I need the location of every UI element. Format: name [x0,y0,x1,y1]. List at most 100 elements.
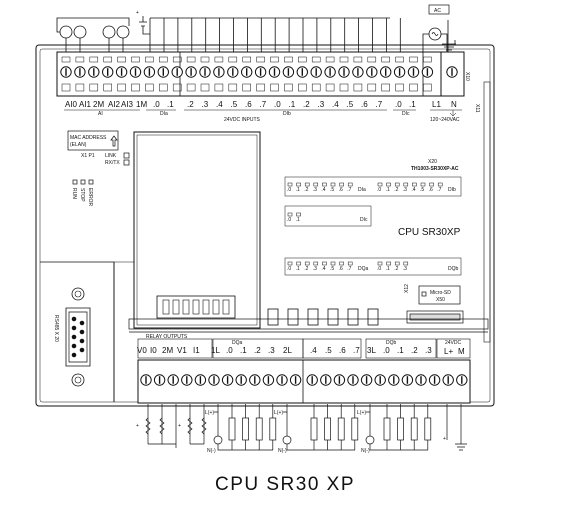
plus-label: + [443,436,446,442]
bottom-terminal-screw[interactable] [320,374,332,386]
bottom-terminal-screw[interactable] [181,374,193,386]
io-led [296,261,301,266]
terminal-wire-entry [395,83,404,92]
led-dqa-label: .1 [296,266,300,272]
terminal-dib: .0 [274,100,281,109]
terminal-wire-entry [284,56,293,63]
top-terminal-screw[interactable] [129,66,142,78]
io-led [287,212,293,217]
din-latch[interactable] [347,308,359,326]
terminal-wire-entry [311,56,321,63]
top-terminal-screw[interactable] [407,66,420,78]
io-led [429,182,434,187]
top-terminal-screw[interactable] [213,66,225,78]
bottom-terminal-screw[interactable] [456,374,468,386]
top-terminal-screw[interactable] [157,66,170,78]
io-led [322,182,327,187]
bottom-terminal-screw[interactable] [262,374,275,386]
terminal-wire-entry [159,83,168,92]
top-terminal-screw[interactable] [254,66,267,78]
top-terminal-screw[interactable] [115,66,128,78]
bottom-terminal-screw[interactable] [140,374,152,386]
top-terminal-screw[interactable] [310,66,322,78]
din-latch[interactable] [267,308,279,326]
terminal-wire-entry [298,83,307,92]
bottom-terminal-screw[interactable] [194,374,207,386]
bottom-terminal-screw[interactable] [289,374,302,386]
led-run-label: RUN [71,188,77,199]
led-dia-label: .2 [304,187,308,193]
led-dib-label: .0 [377,187,381,193]
top-terminal-screw[interactable] [282,66,295,78]
bottom-terminal-screw[interactable] [388,374,400,386]
bottom-terminal-screw[interactable] [415,374,427,386]
io-led [420,182,426,187]
terminal-1m: 1M [136,100,147,109]
ground-terminal-screw[interactable] [446,66,458,78]
bottom-terminal-screw[interactable] [360,374,373,386]
top-terminal-block [56,51,465,97]
top-terminal-screw[interactable] [185,66,197,78]
top-terminal-screw[interactable] [352,66,364,78]
bottom-terminal-screw[interactable] [153,374,166,386]
io-led [330,182,336,187]
bottom-terminal-screw[interactable] [249,374,261,386]
top-terminal-screw[interactable] [88,66,100,78]
top-terminal-screw[interactable] [143,66,156,78]
din-latch[interactable] [287,308,299,326]
top-terminal-screw[interactable] [227,66,239,78]
bottom-terminal-block [137,359,471,404]
bottom-terminal-screw[interactable] [208,374,220,386]
terminal-wire-entry [311,83,321,92]
link-label: LINK [105,153,117,159]
micro-sd-slot [406,285,464,324]
terminal-dib: .4 [216,100,223,109]
top-terminal-screw[interactable] [268,66,281,78]
led-error-label: ERROR [87,188,93,206]
rxtx-label: RX/TX [105,160,120,166]
bottom-terminal-label: .6 [339,346,346,355]
top-terminal-screw[interactable] [199,66,211,78]
bottom-terminal-screw[interactable] [276,374,288,386]
bottom-terminal-screw[interactable] [235,374,247,386]
bottom-terminal-screw[interactable] [374,374,386,386]
led-dib-label: .5 [420,187,424,193]
top-terminal-screw[interactable] [421,66,434,78]
top-terminal-screw[interactable] [296,66,308,78]
din-latch[interactable] [327,308,339,326]
bottom-terminal-screw[interactable] [442,374,454,386]
top-terminal-screw[interactable] [324,66,336,78]
top-terminal-screw[interactable] [74,66,86,78]
din-latch[interactable] [367,308,379,326]
top-terminal-screw[interactable] [171,66,183,78]
terminal-wire-entry [423,83,432,92]
bottom-terminal-screw[interactable] [167,374,179,386]
plus-sign: + [136,10,139,16]
top-terminal-screw[interactable] [241,66,253,78]
led-dqa-label: .3 [313,266,317,272]
top-terminal-screw[interactable] [102,66,114,78]
neutral-label: N(-) [207,448,216,454]
top-terminal-screw[interactable] [380,66,392,78]
top-terminal-screw[interactable] [60,66,72,78]
bottom-terminal-screw[interactable] [333,374,346,386]
bottom-terminal-screw[interactable] [347,374,359,386]
bottom-terminal-screw[interactable] [221,374,234,386]
top-terminal-screw[interactable] [393,66,406,78]
x12-label: X12 [404,284,410,293]
plus-label: + [136,423,139,429]
top-terminal-screw[interactable] [338,66,350,78]
led-dia-label: .6 [339,187,343,193]
top-terminal-screw[interactable] [366,66,378,78]
terminal-wire-entry [270,56,279,63]
bottom-terminal-screw[interactable] [306,374,318,386]
bottom-terminal-screw[interactable] [401,374,414,386]
terminal-dic-1: .1 [409,100,416,109]
io-led [437,182,443,187]
din-latch[interactable] [307,308,319,326]
io-led [296,212,301,217]
terminal-wire-entry [242,83,251,92]
led-stop-label: STOP [79,188,85,202]
terminal-wire-entry [159,56,168,63]
bottom-terminal-screw[interactable] [428,374,441,386]
